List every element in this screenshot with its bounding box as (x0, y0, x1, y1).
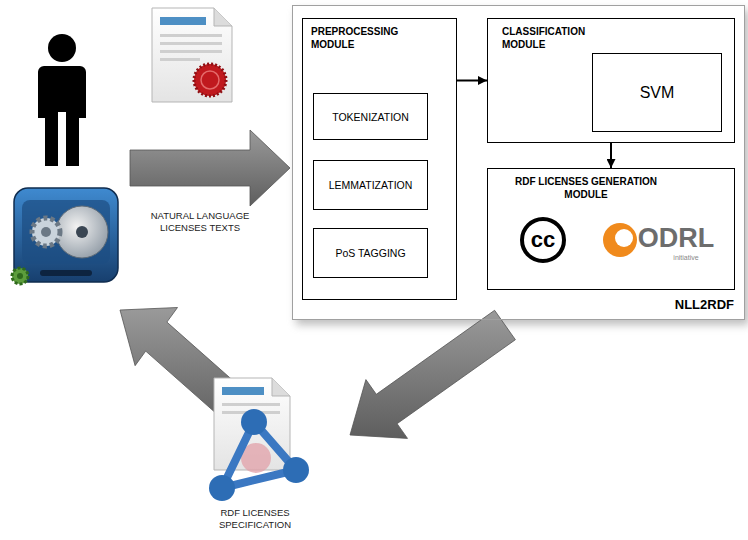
document-icon (152, 8, 232, 102)
process-label: TOKENIZATION (332, 111, 409, 123)
module-title: RDF LICENSES GENERATION MODULE (496, 176, 676, 201)
flow-arrow (350, 310, 515, 438)
system-icon (12, 188, 118, 284)
frame-ground (292, 5, 745, 320)
classifier-box: SVM (592, 53, 722, 132)
system-name: NLL2RDF (675, 297, 734, 312)
process-label: PoS TAGGING (335, 247, 405, 259)
logo-text: ODRL (636, 222, 716, 254)
flow-arrow (130, 130, 290, 206)
module-title: PREPROCESSING MODULE (311, 26, 411, 51)
logo-text: cc (522, 226, 564, 254)
process-box: PoS TAGGING (313, 228, 428, 278)
module-box: CLASSIFICATION MODULE SVM (487, 18, 735, 143)
process-box: LEMMATIZATION (313, 160, 428, 210)
module-box: PREPROCESSING MODULE TOKENIZATION LEMMATIZ… (302, 18, 457, 300)
flow-connector (457, 80, 487, 82)
input-caption: NATURAL LANGUAGE LICENSES TEXTS (138, 210, 262, 235)
logo-subtext: initiative (660, 254, 712, 262)
module-title: CLASSIFICATION MODULE (502, 26, 602, 51)
system-frame: NLL2RDF PREPROCESSING MODULE TOKENIZATION L… (292, 5, 745, 320)
process-label: LEMMATIZATION (329, 179, 413, 191)
process-box: TOKENIZATION (313, 93, 428, 140)
output-caption: RDF LICENSES SPECIFICATION (200, 507, 310, 532)
rdf-document-icon (209, 378, 309, 501)
cc-logo (522, 219, 564, 261)
flow-connector (610, 143, 612, 168)
odrl-logo (603, 223, 637, 257)
user-figure (38, 34, 86, 166)
process-label: SVM (640, 84, 675, 102)
